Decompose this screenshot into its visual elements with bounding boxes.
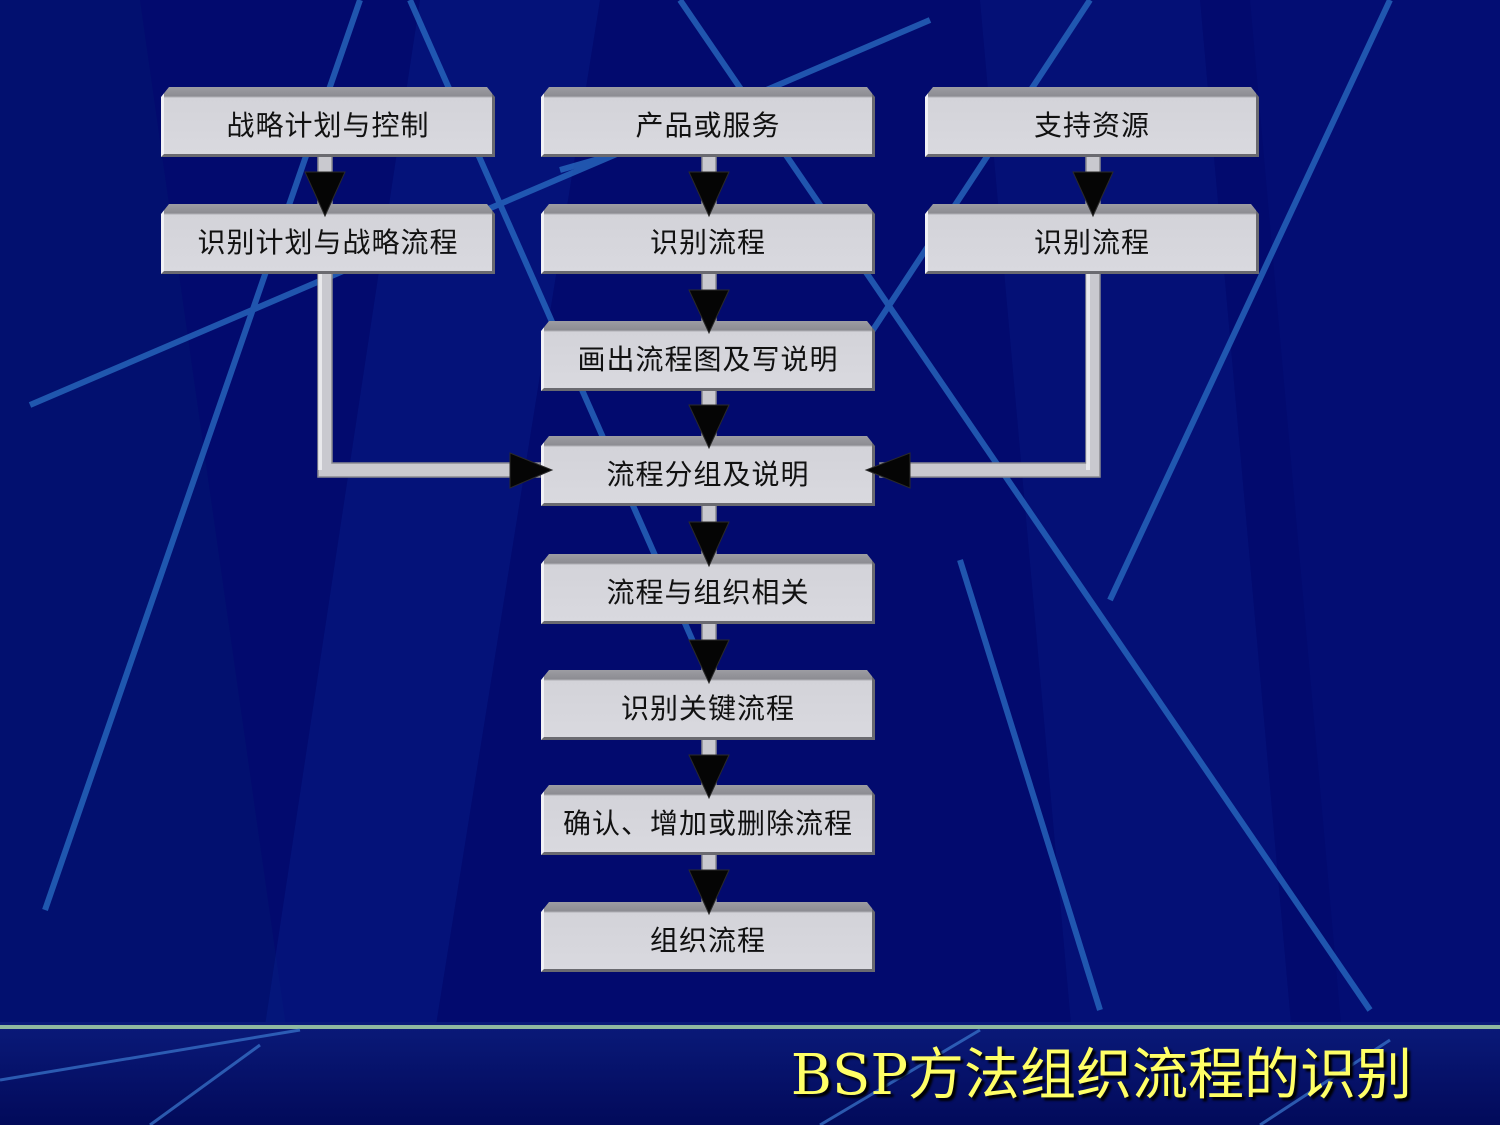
box-support-resource: 支持资源 <box>925 87 1259 157</box>
box-identify-flow-right: 识别流程 <box>925 204 1259 274</box>
box-strategy-plan: 战略计划与控制 <box>161 87 495 157</box>
box-org-flow: 组织流程 <box>541 902 875 972</box>
box-draw-flowchart: 画出流程图及写说明 <box>541 321 875 391</box>
box-identify-plan-flow: 识别计划与战略流程 <box>161 204 495 274</box>
box-confirm-flow: 确认、增加或删除流程 <box>541 785 875 855</box>
box-identify-flow-mid: 识别流程 <box>541 204 875 274</box>
box-product-service: 产品或服务 <box>541 87 875 157</box>
box-identify-key-flow: 识别关键流程 <box>541 670 875 740</box>
box-flow-org-relate: 流程与组织相关 <box>541 554 875 624</box>
slide-title: BSP方法组织流程的识别 <box>790 1043 1412 1108</box>
box-group-flow: 流程分组及说明 <box>541 436 875 506</box>
